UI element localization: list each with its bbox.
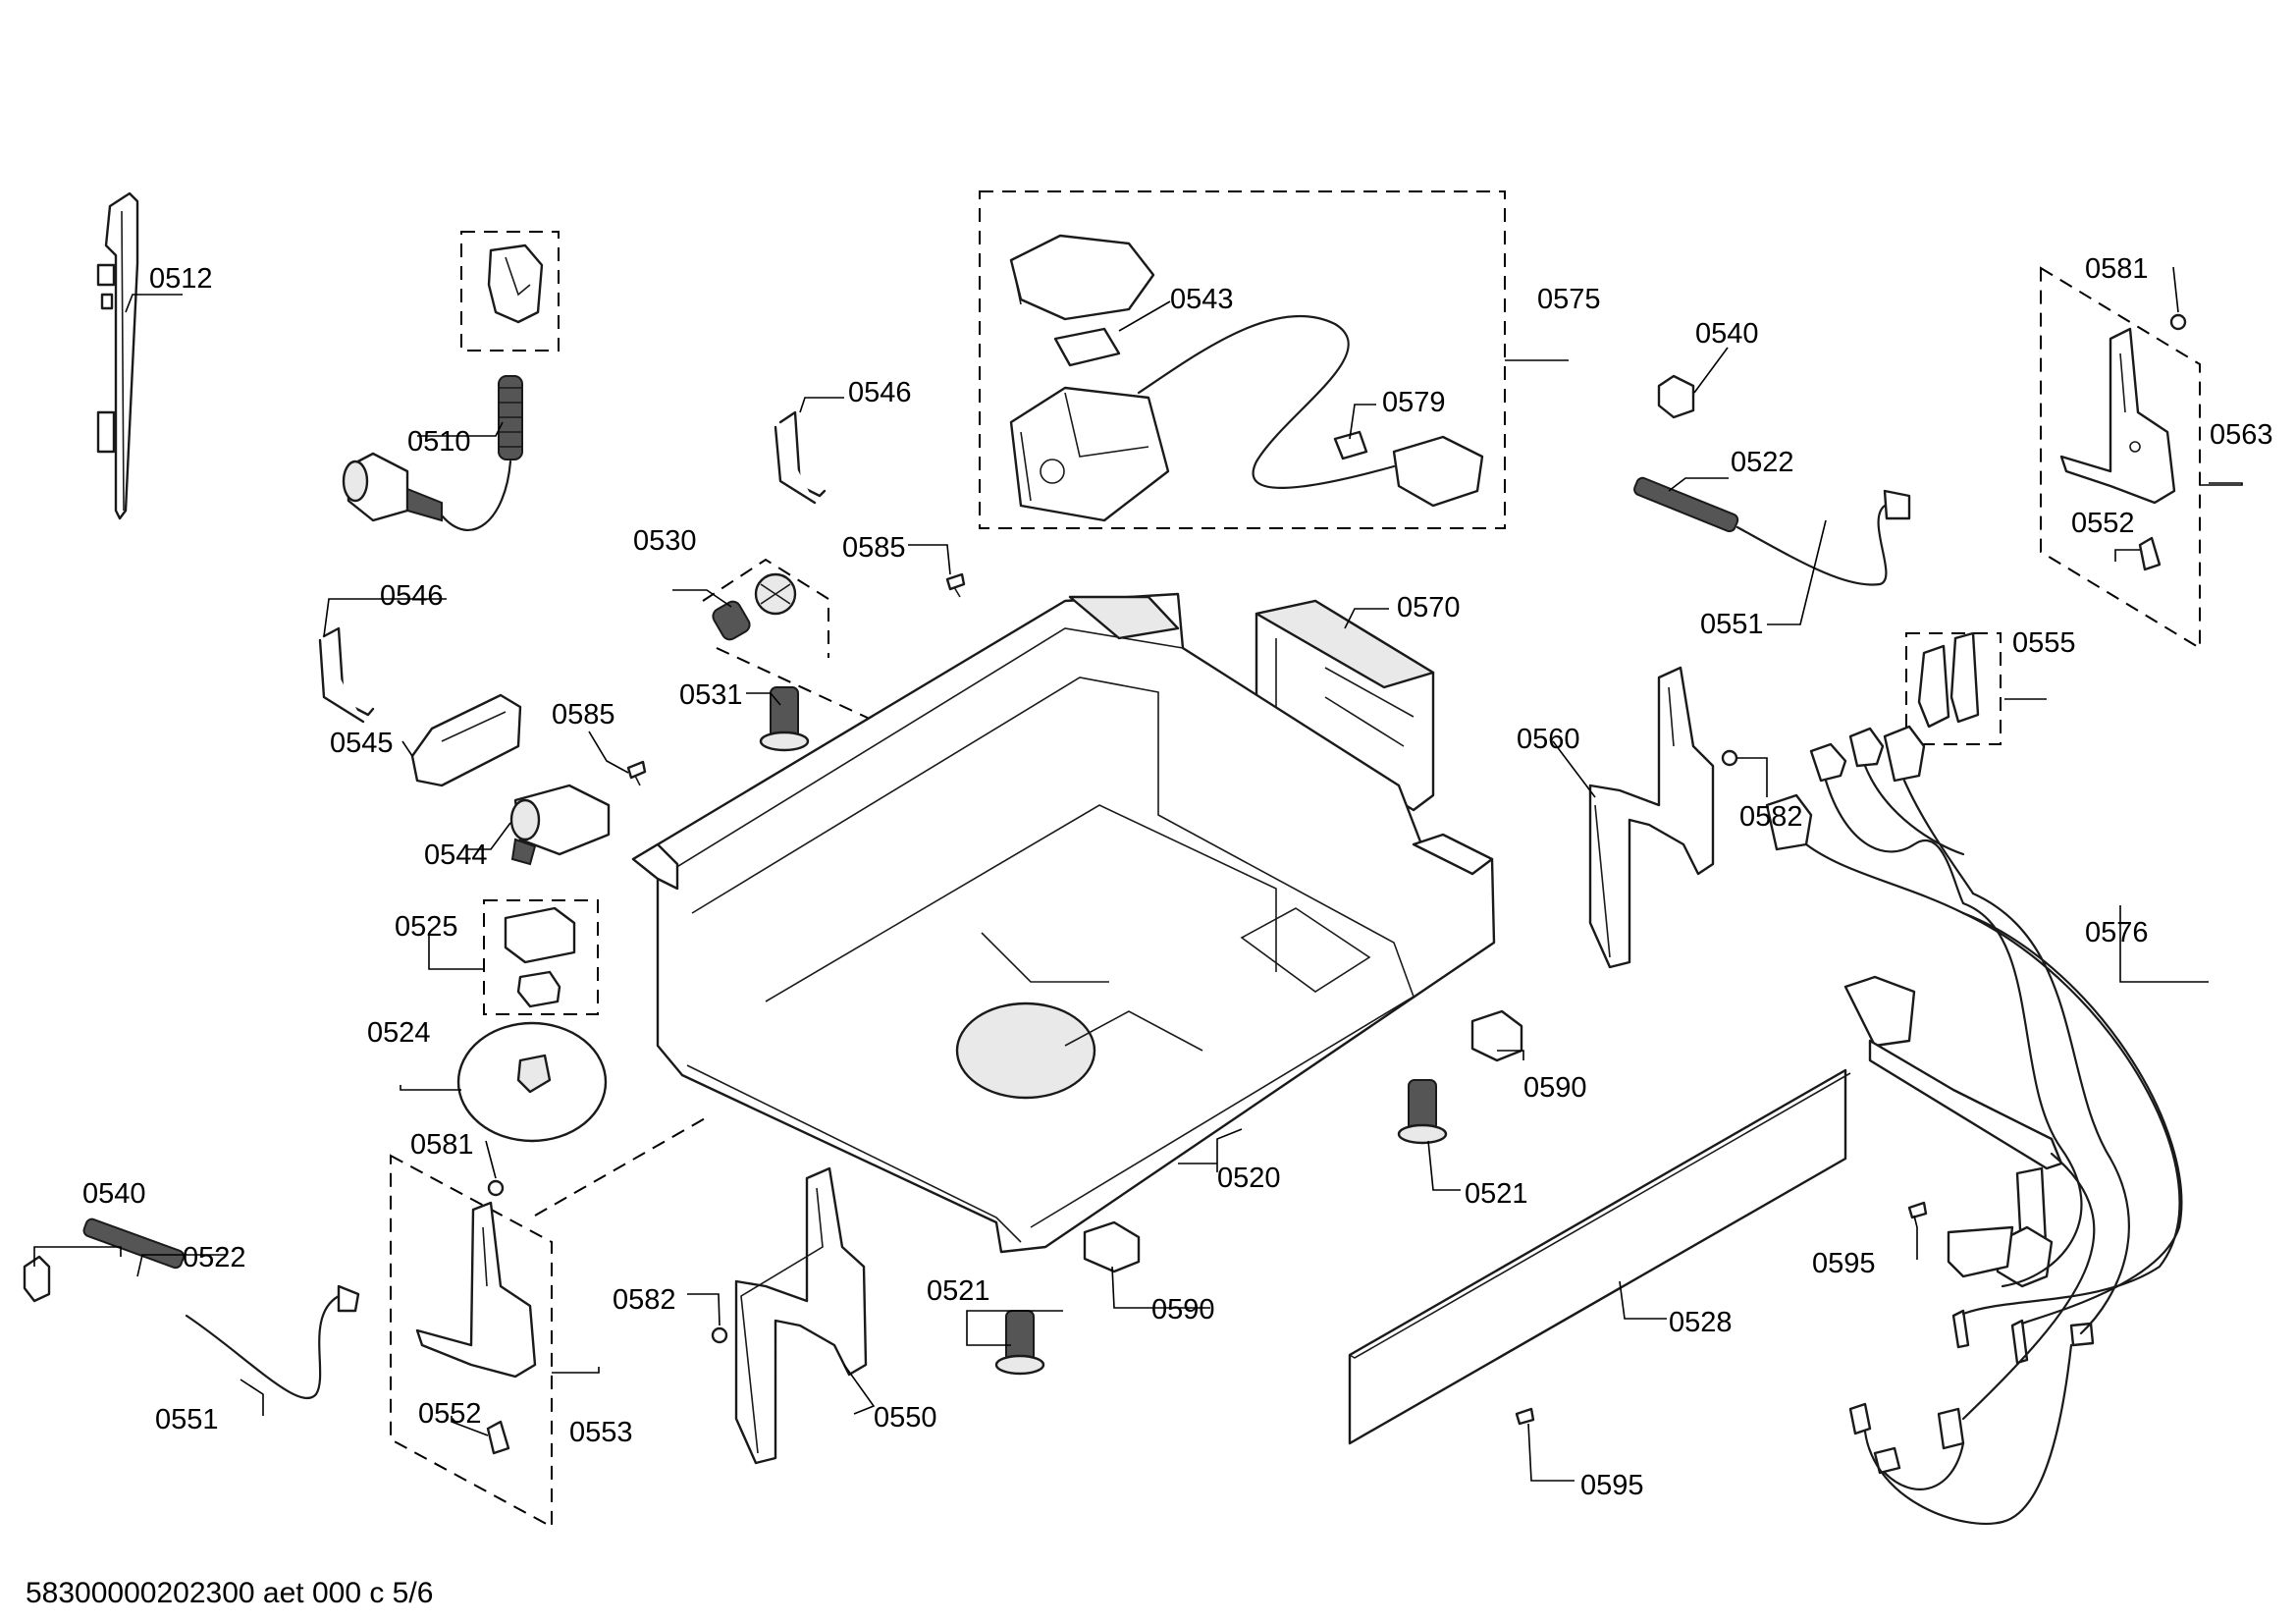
label-0510: 0510 <box>407 426 471 458</box>
part-0510-valve <box>342 244 544 531</box>
part-0595-screw-right <box>1907 1201 1928 1219</box>
label-0525: 0525 <box>395 911 458 943</box>
part-0512-rail <box>96 191 139 520</box>
label-0553: 0553 <box>569 1417 633 1448</box>
part-0570-module <box>1255 599 1435 812</box>
label-0520: 0520 <box>1217 1163 1281 1194</box>
label-0582-right: 0582 <box>1739 801 1803 833</box>
label-0524: 0524 <box>367 1017 431 1049</box>
label-0560: 0560 <box>1517 724 1580 755</box>
group-box-0525 <box>483 899 599 1015</box>
label-0512: 0512 <box>149 263 213 295</box>
label-0546-upper: 0546 <box>848 377 912 408</box>
group-box-0555 <box>1905 632 2002 745</box>
label-0521-left: 0521 <box>927 1275 990 1307</box>
label-0543: 0543 <box>1170 284 1234 315</box>
label-0579: 0579 <box>1382 387 1446 418</box>
label-0582-left: 0582 <box>613 1284 676 1316</box>
label-0521-right: 0521 <box>1465 1178 1528 1210</box>
leader-lines <box>33 266 2243 1482</box>
part-0563-hinge-right <box>2059 327 2176 571</box>
part-0520-base-tub <box>631 592 1496 1254</box>
label-0552-left: 0552 <box>418 1398 482 1430</box>
part-0595-screw-lower <box>1515 1407 1535 1426</box>
label-0581-right: 0581 <box>2085 253 2149 285</box>
part-0544-valve <box>509 784 611 866</box>
label-0551-right: 0551 <box>1700 609 1764 640</box>
group-box-0563 <box>2040 266 2201 650</box>
label-0540-right: 0540 <box>1695 318 1759 350</box>
label-0581-left: 0581 <box>410 1129 474 1161</box>
label-0552-right: 0552 <box>2071 508 2135 539</box>
part-0555-clips <box>1917 631 1980 729</box>
label-0530: 0530 <box>633 525 697 557</box>
part-0585-screw-upper <box>945 572 966 598</box>
axis-line-0524 <box>534 1116 708 1217</box>
part-0550-support <box>734 1166 868 1465</box>
label-0551-left: 0551 <box>155 1404 219 1435</box>
part-0531-foot <box>759 686 810 752</box>
group-box-0510 <box>460 231 560 352</box>
part-0521-foot-right <box>1397 1079 1448 1145</box>
part-0590-clip-right <box>1470 1009 1523 1062</box>
part-0582-screw-right <box>1721 749 1738 767</box>
group-boxes <box>390 190 2201 1529</box>
part-0530-gear <box>712 572 797 641</box>
label-0522-left: 0522 <box>183 1242 246 1273</box>
part-0581-screw-left <box>487 1179 505 1197</box>
label-0522-right: 0522 <box>1731 447 1794 478</box>
part-0546-clip-upper <box>774 410 827 505</box>
label-0563: 0563 <box>2210 419 2273 451</box>
part-0540-stop-left <box>23 1255 51 1303</box>
label-0576: 0576 <box>2085 917 2149 948</box>
label-0528: 0528 <box>1669 1307 1733 1338</box>
label-0570: 0570 <box>1397 592 1461 623</box>
part-0528-kick-panel <box>1348 1068 1851 1445</box>
part-0590-clip-left <box>1083 1220 1141 1273</box>
part-labels: 0512 0510 0546 0543 0575 0579 0540 0522 … <box>82 253 2273 1501</box>
part-0525-sensor <box>504 906 576 1008</box>
part-0581-screw-right <box>2169 313 2187 331</box>
label-0590-left: 0590 <box>1151 1294 1215 1326</box>
part-0524-disc <box>456 1021 608 1143</box>
part-0546-clip-lower <box>318 626 375 724</box>
part-0522-spring-right <box>1633 476 1911 586</box>
group-box-0553 <box>390 1154 553 1529</box>
label-0585-upper: 0585 <box>842 532 906 564</box>
label-0585-lower: 0585 <box>552 699 615 731</box>
part-0540-stop-right <box>1657 374 1695 419</box>
label-0546-lower: 0546 <box>380 580 444 612</box>
part-0560-support <box>1588 666 1715 969</box>
label-0531: 0531 <box>679 679 743 711</box>
label-0550: 0550 <box>874 1402 937 1434</box>
label-0555: 0555 <box>2012 627 2076 659</box>
part-0585-screw-lower <box>626 760 647 786</box>
part-0521-foot-left <box>994 1310 1045 1376</box>
drawing-reference-footer: 58300000202300 aet 000 c 5/6 <box>26 1577 433 1609</box>
label-0590-right: 0590 <box>1523 1072 1587 1104</box>
part-0582-screw-left <box>711 1326 728 1344</box>
part-0576-harness <box>1765 725 2183 1525</box>
label-0545: 0545 <box>330 728 394 759</box>
label-0595-right: 0595 <box>1812 1248 1876 1279</box>
part-0575-sump-assembly <box>1009 234 1484 522</box>
label-0575: 0575 <box>1537 284 1601 315</box>
part-0545-bracket <box>410 693 522 787</box>
label-0595-lower: 0595 <box>1580 1470 1644 1501</box>
label-0544: 0544 <box>424 839 488 871</box>
label-0540-left: 0540 <box>82 1178 146 1210</box>
